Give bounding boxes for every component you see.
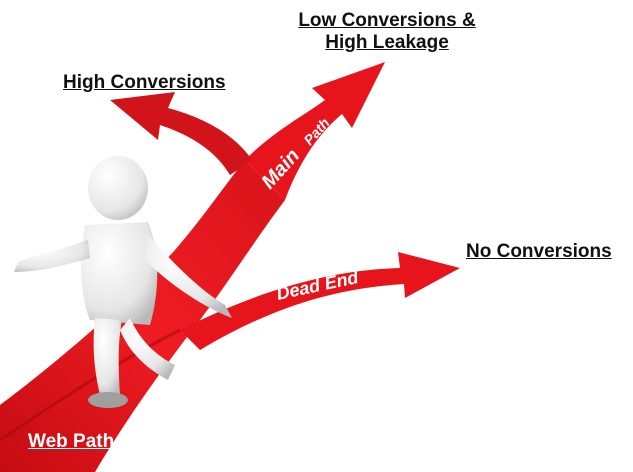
person-figure xyxy=(14,156,232,408)
high-conversions-label: High Conversions xyxy=(63,72,226,93)
low-conversions-line-1: Low Conversions & xyxy=(298,10,476,31)
main-path-arrow xyxy=(245,62,385,200)
low-conversions-line-2: High Leakage xyxy=(325,32,449,53)
low-conversions-label: Low Conversions & High Leakage xyxy=(282,10,492,54)
no-conversions-label: No Conversions xyxy=(466,241,612,262)
dead-end-label: Dead End xyxy=(275,267,361,304)
dead-end-arrow xyxy=(180,252,460,350)
high-conversions-arrow xyxy=(110,92,252,175)
web-path-flows-label: Web Path Flows xyxy=(28,431,174,452)
